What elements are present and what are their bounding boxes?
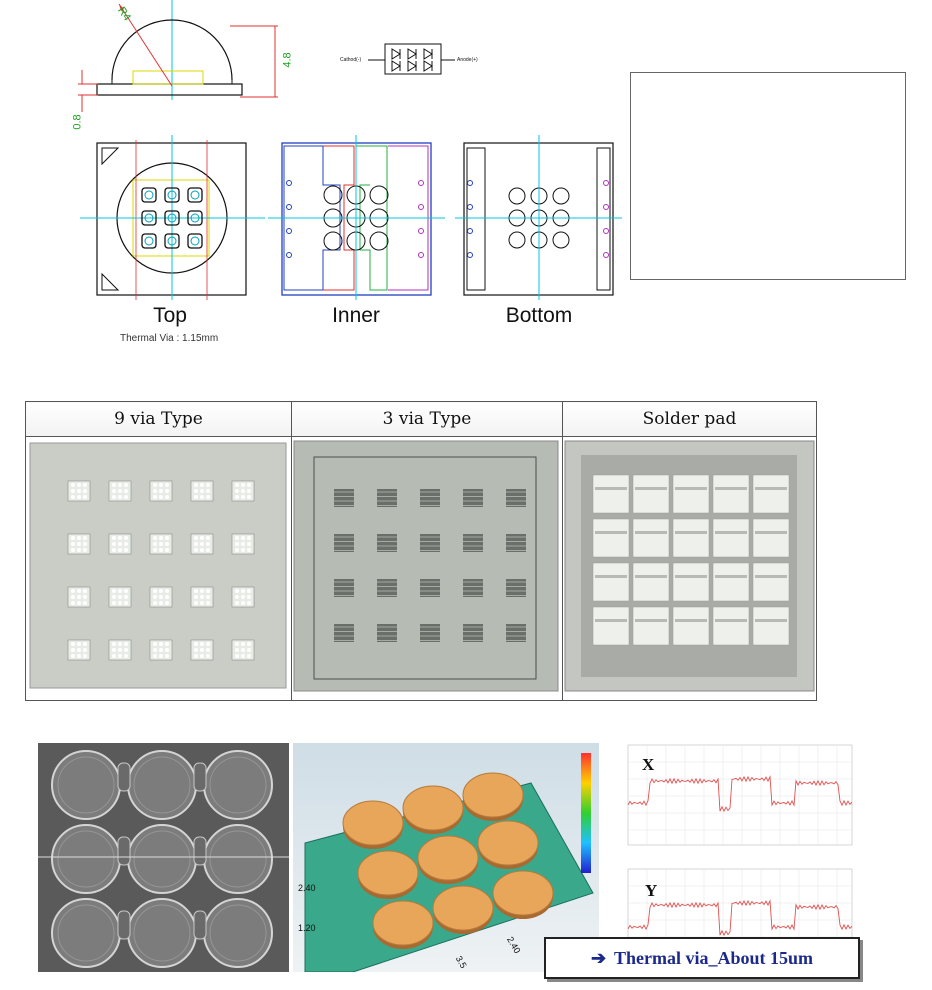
profile-x-label: X — [642, 755, 655, 774]
surface-3d-scan — [293, 743, 599, 972]
bottom-view-label: Bottom — [505, 304, 573, 327]
header-9-via: 9 via Type — [25, 401, 292, 437]
thermal-via-note: Thermal Via : 1.15mm — [120, 333, 219, 344]
inner-view-label: Inner — [332, 304, 380, 327]
profile-y-label: Y — [645, 881, 658, 900]
photo-3-via — [291, 436, 563, 701]
scale-3d-b: 1.20 — [298, 923, 316, 933]
header-solder-pad: Solder pad — [562, 401, 817, 437]
anode-label: Anode(+) — [457, 57, 478, 63]
photo-9-via — [25, 436, 292, 701]
height-dim-label: 4.8 — [281, 52, 294, 68]
led-schematic — [368, 43, 455, 75]
via-type-table: 9 via Type 3 via Type Solder pad — [25, 401, 817, 701]
top-view-label: Top — [153, 304, 187, 327]
top-view — [80, 135, 265, 300]
scale-3d-a: 2.40 — [298, 883, 316, 893]
blank-frame — [630, 72, 906, 280]
xray-micrograph — [38, 743, 289, 972]
engineering-drawing — [78, 0, 622, 300]
banner-text: Thermal via_About 15um — [614, 947, 814, 968]
base-dim-label: 0.8 — [71, 114, 84, 130]
header-3-via: 3 via Type — [291, 401, 563, 437]
cathode-label: Cathod(-) — [340, 57, 362, 63]
photo-solder-pad — [562, 436, 817, 701]
bottom-view — [455, 135, 622, 300]
inner-view — [268, 135, 445, 300]
arrow-right-icon: ➔ — [590, 947, 607, 968]
thermal-via-banner: ➔ Thermal via_About 15um — [544, 937, 860, 979]
side-view — [78, 0, 278, 112]
